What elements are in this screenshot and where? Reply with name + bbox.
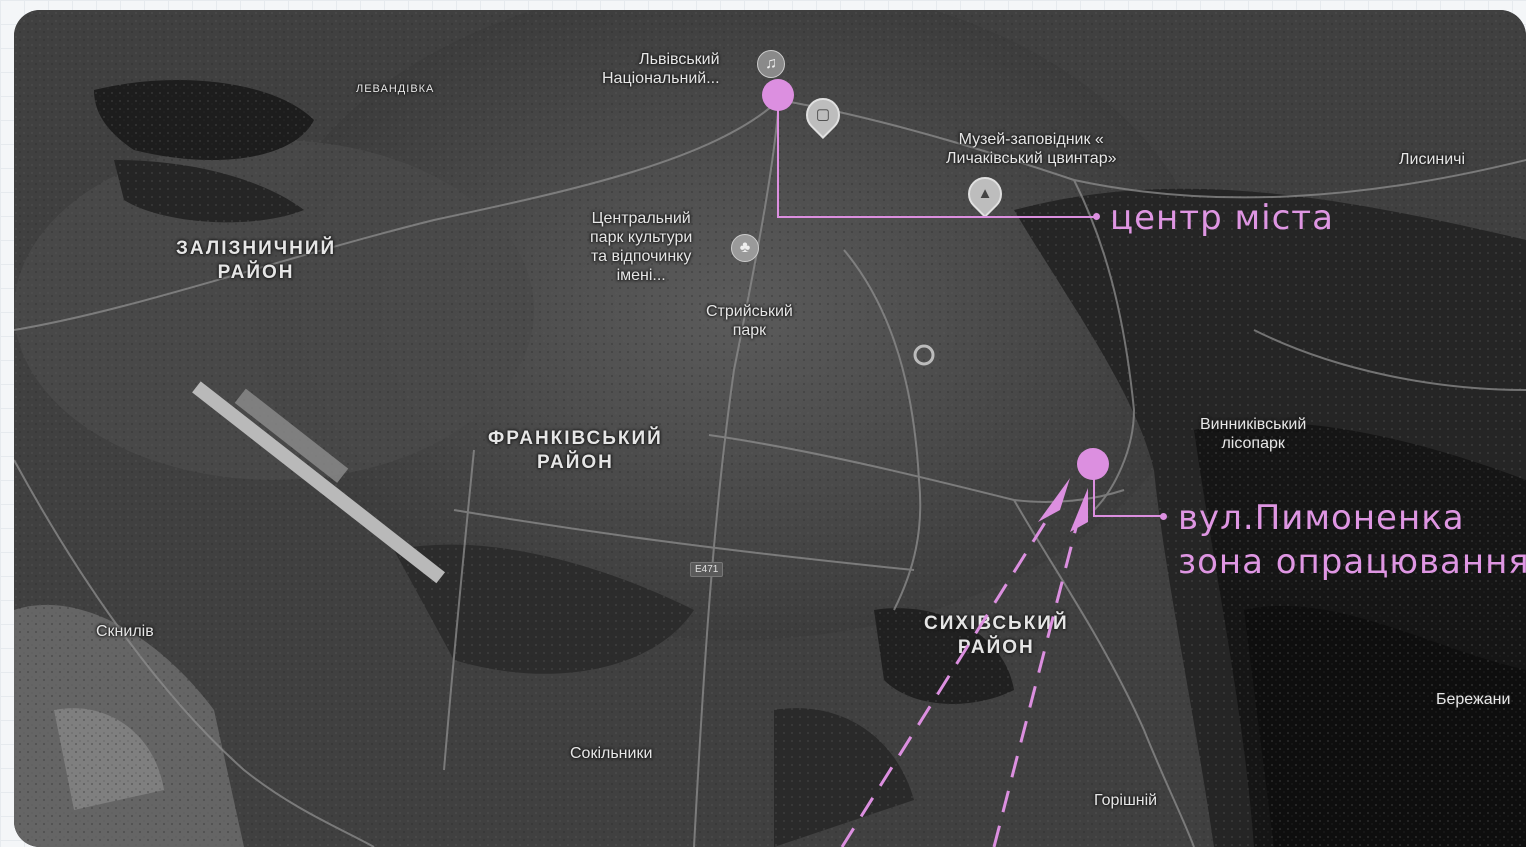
road-shield-e471: E471 [690, 562, 724, 577]
label-vynnykivskyi-forest-park: Винниківський лісопарк [1200, 416, 1307, 452]
label-stryiskyi-park[interactable]: Стрийський парк [706, 303, 793, 339]
site-marker[interactable] [1077, 448, 1109, 480]
label-lychakiv-museum[interactable]: Музей-заповідник « Личаківський цвинтар» [946, 131, 1117, 167]
city-center-marker[interactable] [762, 79, 794, 111]
city-center-callout: центр міста [1110, 198, 1334, 238]
site-zone-callout: зона опрацювання [1178, 542, 1526, 582]
map-terrain [14, 10, 1526, 847]
label-sokilnyky: Сокільники [570, 745, 653, 762]
city-center-leader-dot [1093, 213, 1100, 220]
label-horishnii: Горішній [1094, 792, 1158, 809]
label-levandivka: ЛЕВАНДІВКА [356, 83, 435, 95]
label-frankivskyi-district: ФРАНКІВСЬКИЙ РАЙОН [488, 428, 663, 473]
site-street-callout: вул.Пимоненка [1178, 498, 1465, 538]
label-sknyliv: Скнилів [96, 623, 154, 640]
label-lysynychi: Лисиничі [1399, 151, 1466, 168]
tree-icon[interactable]: ♣ [731, 234, 759, 262]
label-lviv-theatre[interactable]: Львівський Національний... [602, 51, 720, 87]
map-view[interactable]: ♫ ▢ ▲ ♣ Львівський Національний... ЛЕВАН… [14, 10, 1526, 847]
site-leader-dot [1160, 513, 1167, 520]
label-berezhany: Бережани [1436, 691, 1511, 708]
music-icon[interactable]: ♫ [757, 50, 785, 78]
label-central-park[interactable]: Центральний парк культури та відпочинку … [590, 210, 693, 284]
label-sykhivskyi-district: СИХІВСЬКИЙ РАЙОН [924, 613, 1069, 658]
label-zaliznychnyi-district: ЗАЛІЗНИЧНИЙ РАЙОН [176, 238, 337, 283]
